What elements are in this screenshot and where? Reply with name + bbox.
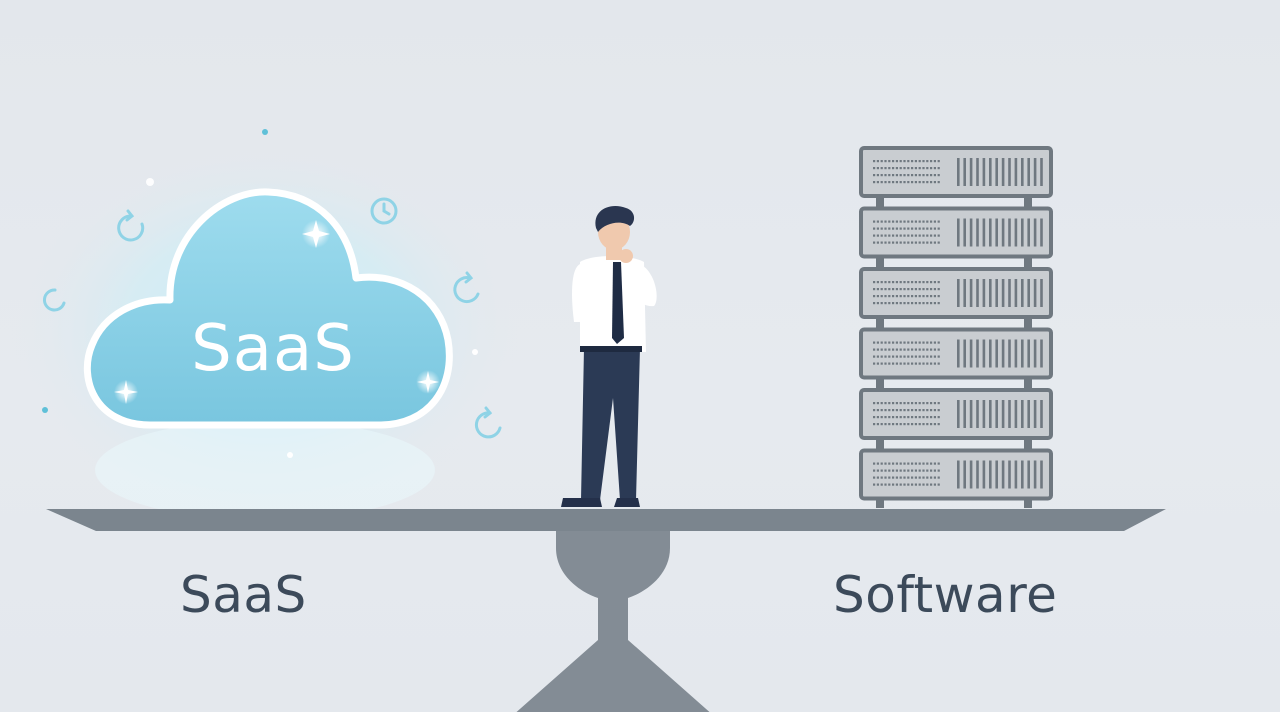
server-unit — [859, 388, 1053, 440]
server-unit — [859, 267, 1053, 319]
server-unit — [859, 448, 1053, 501]
cloud-icon: SaaS — [83, 188, 453, 429]
cloud-label: SaaS — [191, 312, 355, 386]
sparkle-icon — [42, 129, 478, 458]
refresh-icon — [42, 209, 502, 439]
server-unit — [859, 146, 1053, 198]
saas-caption: SaaS — [180, 566, 307, 624]
software-caption: Software — [833, 566, 1058, 624]
server-unit — [859, 327, 1053, 380]
person-figure — [561, 206, 657, 507]
server-units — [859, 146, 1053, 501]
bottom-strip — [0, 712, 1280, 720]
scale-fulcrum — [512, 528, 714, 716]
clock-icon — [370, 197, 398, 225]
server-unit — [859, 206, 1053, 259]
scale-beam — [46, 509, 1166, 531]
